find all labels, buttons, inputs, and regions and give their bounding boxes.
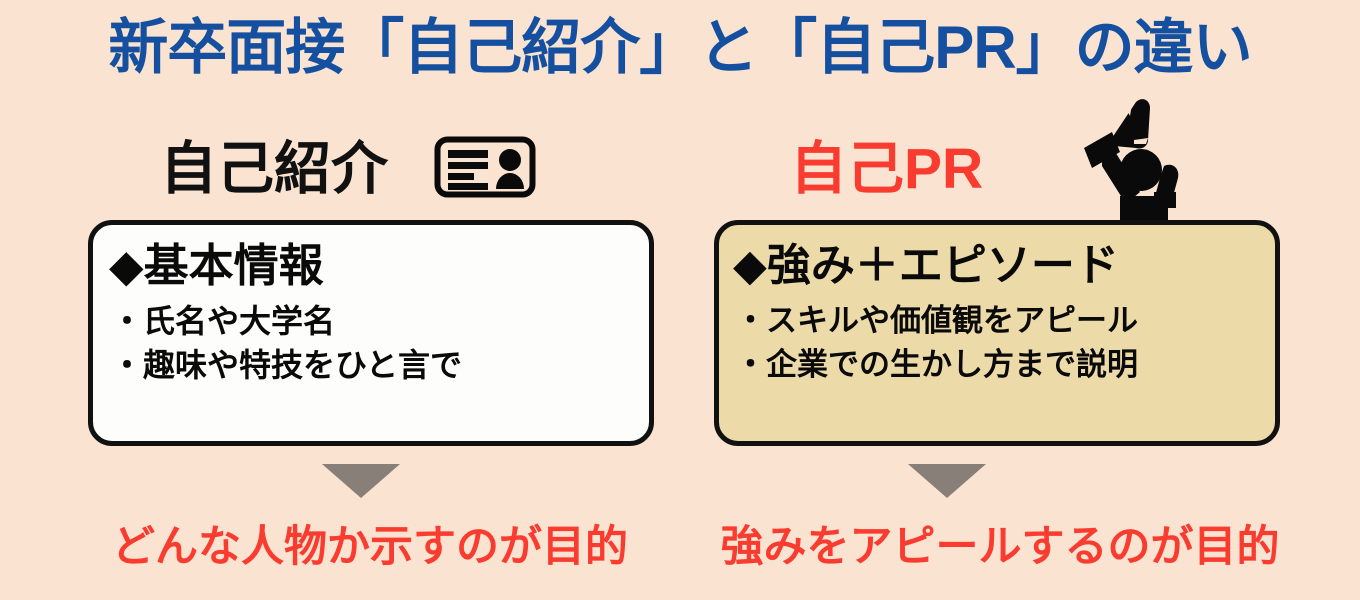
heading-label-self-introduction: 自己紹介 (160, 137, 388, 201)
list-item: ・企業での生かし方まで説明 (735, 347, 1138, 382)
caption-left: どんな人物か示すのが目的 (112, 523, 628, 571)
id-card-icon (434, 136, 536, 203)
megaphone-person-icon (1068, 96, 1192, 231)
caption-right: 強みをアピールするのが目的 (720, 523, 1280, 571)
card-list-right: ・スキルや価値観をアピール ・企業での生かし方まで説明 (719, 299, 1275, 387)
heading-label-self-pr: 自己PR (790, 137, 984, 201)
card-self-pr: ◆強み＋エピソード ・スキルや価値観をアピール ・企業での生かし方まで説明 (714, 220, 1280, 446)
card-title-right: ◆強み＋エピソード (733, 241, 1119, 290)
page-title: 新卒面接「自己紹介」と「自己PR」の違い (108, 14, 1252, 81)
triangle-down-icon-left (322, 464, 400, 498)
list-item: ・趣味や特技をひと言で (111, 347, 463, 383)
column-heading-left: 自己紹介 (160, 136, 536, 203)
list-item: ・氏名や大学名 (111, 303, 336, 339)
card-title-left: ◆基本情報 (109, 240, 324, 291)
list-item: ・スキルや価値観をアピール (735, 303, 1138, 338)
triangle-down-icon-right (908, 464, 986, 498)
column-heading-right: 自己PR (790, 137, 983, 201)
card-list-left: ・氏名や大学名 ・趣味や特技をひと言で (93, 299, 649, 387)
card-self-introduction: ◆基本情報 ・氏名や大学名 ・趣味や特技をひと言で (88, 220, 654, 446)
